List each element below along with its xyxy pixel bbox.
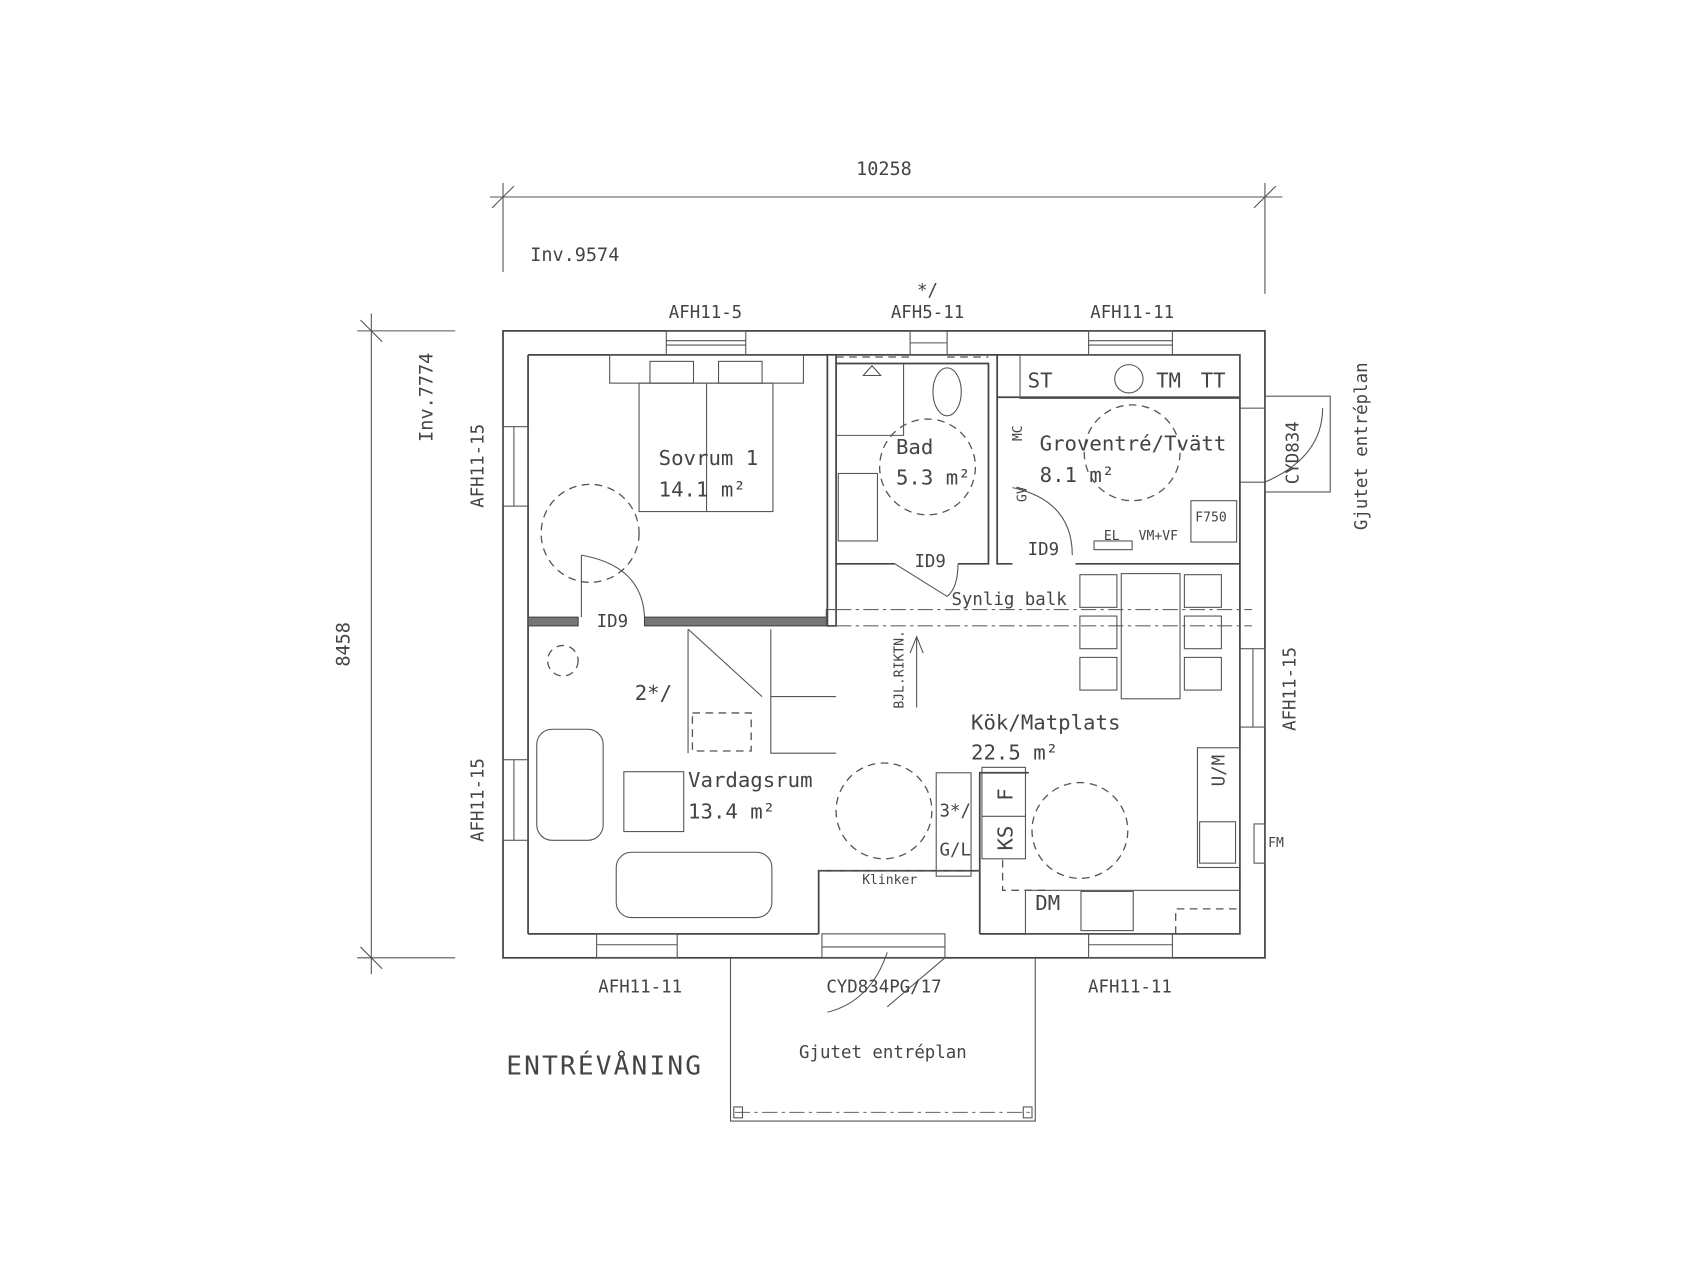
floor-material-label: Klinker [862,873,917,888]
closet-gl: G/L [939,841,970,861]
width-label: 10258 [856,159,912,180]
slab-label: Gjutet entréplan [1352,362,1372,530]
outside-slab [729,957,1036,1122]
fixture-dm: DM [1035,891,1060,915]
door-label: CYD834 [1284,421,1304,484]
furniture [536,354,1266,935]
window-label: AFH11-5 [669,303,742,323]
room-name: Sovrum 1 [659,446,759,470]
slab-label: Gjutet entréplan [799,1043,967,1063]
height-label: 8458 [334,622,355,667]
window-label: AFH11-11 [1088,978,1172,998]
window-label: AFH11-11 [1090,303,1174,323]
fixture-gv: GV [1016,486,1031,502]
door-label: ID9 [1028,540,1059,560]
window-label: AFH11-11 [598,978,682,998]
door-label: ID9 [597,612,628,632]
door-label: CYD834PG/17 [826,978,941,998]
fixture-ks: KS [993,826,1017,851]
window-label: AFH11-15 [1280,647,1300,731]
beam-label: Synlig balk [951,590,1067,610]
width-dimension: 10258 Inv.9574 [489,159,1283,294]
door-label: ID9 [914,552,945,572]
window-label: AFH5-11 [891,303,964,323]
window-mark: */ [917,281,938,301]
fixture-tt: TT [1201,368,1226,392]
outer-walls [502,330,1266,959]
fixture-f750: F750 [1195,510,1226,525]
fixture-um: U/M [1210,755,1230,786]
room-name: Groventré/Tvätt [1040,432,1227,456]
closet-mark: 3*/ [939,801,970,821]
floor-title: ENTRÉVÅNING [506,1049,703,1081]
joist-direction-label: BJL.RIKTN. [893,630,908,709]
fixture-fm: FM [1268,836,1284,851]
room-area: 22.5 m² [971,741,1058,765]
fixture-st: ST [1028,368,1053,392]
room-area: 5.3 m² [896,465,971,489]
room-name: Bad [896,435,933,459]
fixture-f: F [993,788,1017,800]
fixture-mc: MC [1011,425,1026,441]
windows [502,330,1331,1013]
room-area: 14.1 m² [659,477,746,501]
stair-label: 2*/ [635,681,672,705]
fixture-vmvf: VM+VF [1139,529,1178,544]
room-area: 13.4 m² [688,800,775,824]
inner-width-label: Inv.9574 [530,245,619,266]
inner-height-label: Inv.7774 [416,353,437,442]
interior-walls [527,353,1252,934]
fixture-el: EL [1104,529,1120,544]
fixture-tm: TM [1156,368,1181,392]
room-name: Vardagsrum [688,768,812,792]
window-label: AFH11-15 [468,758,488,842]
window-label: AFH11-15 [468,424,488,508]
height-dimension: 8458 Inv.7774 [334,313,456,975]
room-name: Kök/Matplats [971,710,1120,734]
room-area: 8.1 m² [1040,463,1115,487]
